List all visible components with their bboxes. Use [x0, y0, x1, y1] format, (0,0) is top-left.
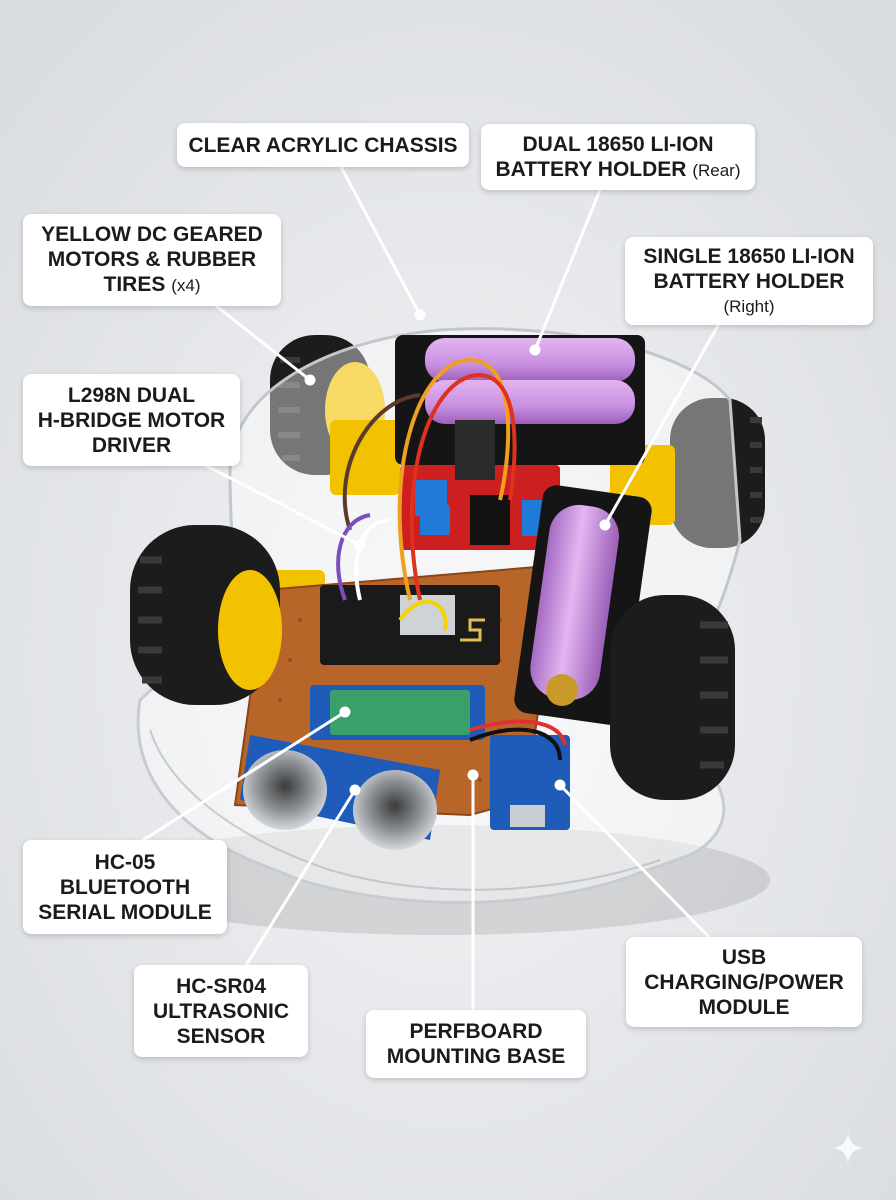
label-motors-line3: TIRES [103, 273, 166, 296]
label-l298n-motor-driver: L298N DUAL H-BRIDGE MOTOR DRIVER [23, 374, 240, 466]
label-usb-line2: CHARGING/POWER [644, 970, 844, 994]
label-bluetooth-line3: SERIAL MODULE [38, 900, 212, 924]
rear-right-wheel [670, 398, 765, 548]
label-bluetooth-line2: BLUETOOTH [59, 875, 191, 899]
usb-charging-module [490, 735, 570, 830]
label-hc05-bluetooth: HC-05 BLUETOOTH SERIAL MODULE [23, 840, 227, 934]
label-single-battery-note: (Right) [723, 296, 775, 316]
label-perfboard-base: PERFBOARD MOUNTING BASE [366, 1010, 586, 1078]
label-ultrasonic-line3: SENSOR [176, 1024, 266, 1048]
label-driver-line3: DRIVER [91, 433, 172, 457]
label-perfboard-line2: MOUNTING BASE [386, 1045, 566, 1068]
dual-battery-holder [395, 335, 645, 465]
label-clear-acrylic-chassis: CLEAR ACRYLIC CHASSIS [177, 123, 469, 167]
front-left-wheel [130, 525, 282, 705]
label-motors-note: (x4) [171, 276, 201, 295]
label-hcsr04-ultrasonic: HC-SR04 ULTRASONIC SENSOR [134, 965, 308, 1057]
label-chassis-text: CLEAR ACRYLIC CHASSIS [188, 133, 458, 157]
label-dual-battery-holder: DUAL 18650 LI-ION BATTERY HOLDER (Rear) [481, 124, 755, 190]
label-usb-line3: MODULE [698, 995, 790, 1019]
label-motors-line2: MOTORS & RUBBER [47, 248, 257, 271]
label-driver-line1: L298N DUAL [67, 383, 196, 407]
label-dual-battery-note: (Rear) [692, 160, 741, 180]
label-perfboard-line1: PERFBOARD [409, 1020, 543, 1043]
label-dual-battery-line2: BATTERY HOLDER [495, 157, 687, 181]
sparkle-icon [832, 1132, 864, 1164]
hc05-bluetooth-module [310, 685, 485, 740]
label-single-battery-line1: SINGLE 18650 LI-ION [643, 244, 855, 268]
label-motors-line1: YELLOW DC GEARED [41, 223, 263, 246]
car-shadow [110, 825, 770, 935]
label-usb-charging-module: USB CHARGING/POWER MODULE [626, 937, 862, 1027]
jumper-wires [336, 357, 567, 761]
label-driver-line2: H-BRIDGE MOTOR [37, 408, 226, 432]
label-dual-battery-line1: DUAL 18650 LI-ION [522, 132, 714, 156]
label-ultrasonic-line2: ULTRASONIC [152, 999, 290, 1023]
label-usb-line1: USB [721, 945, 767, 969]
label-single-battery-line2: BATTERY HOLDER [653, 269, 845, 293]
label-yellow-dc-motors: YELLOW DC GEARED MOTORS & RUBBER TIRES (… [23, 214, 281, 306]
leader-lines [139, 164, 722, 1012]
label-single-battery-holder: SINGLE 18650 LI-ION BATTERY HOLDER (Righ… [625, 237, 873, 325]
front-right-wheel [610, 595, 735, 800]
label-ultrasonic-line1: HC-SR04 [176, 974, 266, 998]
hcsr04-ultrasonic-sensor [240, 735, 440, 850]
label-bluetooth-line1: HC-05 [94, 850, 156, 874]
